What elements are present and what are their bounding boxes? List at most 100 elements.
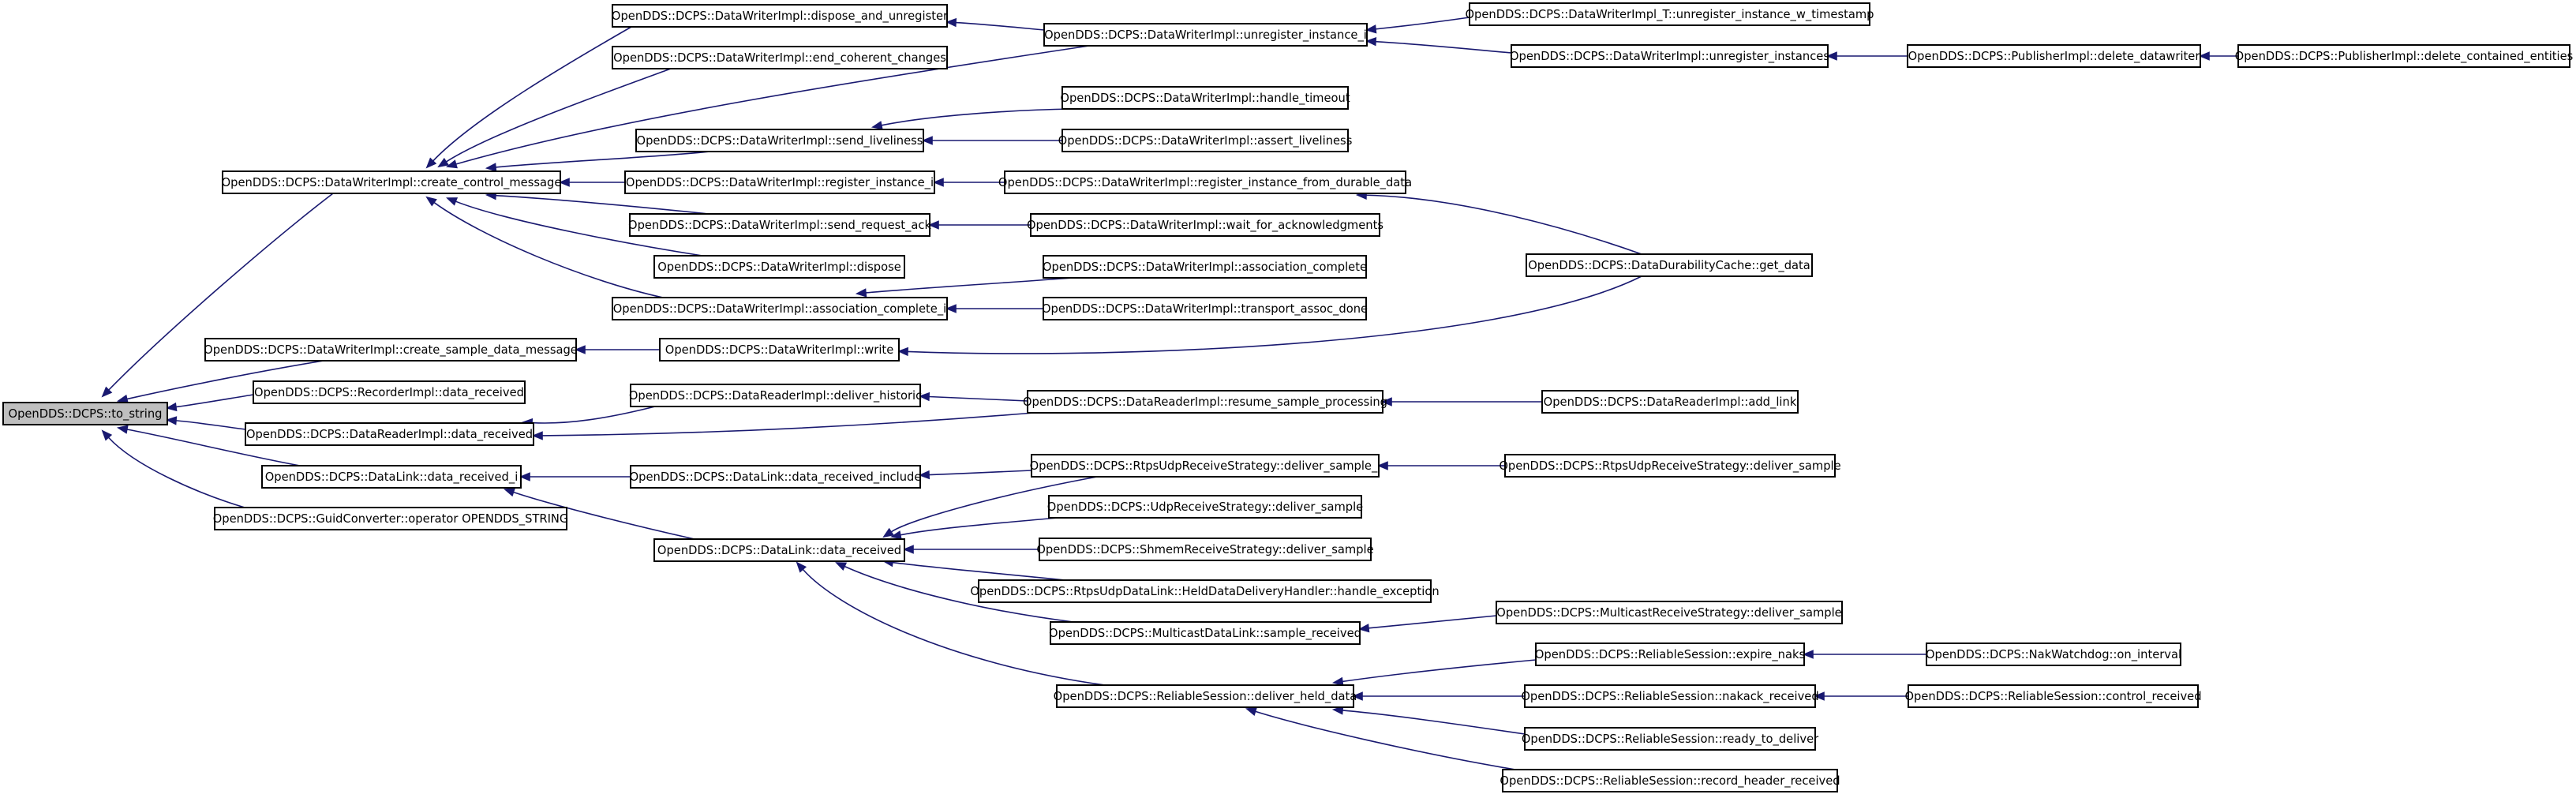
node-unregister-instance-w-timestamp[interactable]: OpenDDS::DCPS::DataWriterImpl_T::unregis…	[1466, 2, 1874, 26]
edge-end_coherent_changes-to-create_control_message	[437, 68, 672, 168]
arrowhead-icon	[1376, 461, 1388, 470]
node-label: OpenDDS::DCPS::ShmemReceiveStrategy::del…	[1036, 543, 1373, 556]
arrowhead-icon	[1331, 676, 1344, 686]
node-label: OpenDDS::DCPS::DataWriterImpl::associati…	[1043, 260, 1367, 274]
node-register-instance-from-durable-data[interactable]: OpenDDS::DCPS::DataWriterImpl::register_…	[998, 170, 1412, 194]
node-record-header-received[interactable]: OpenDDS::DCPS::ReliableSession::record_h…	[1500, 769, 1840, 792]
edge-line	[108, 193, 334, 391]
arrowhead-icon	[918, 392, 930, 402]
edge-line	[881, 108, 1074, 126]
arrowhead-icon	[932, 178, 944, 187]
node-label: OpenDDS::DCPS::DataWriterImpl::create_co…	[222, 176, 562, 189]
node-on-interval[interactable]: OpenDDS::DCPS::NakWatchdog::on_interval	[1926, 643, 2181, 666]
node-add-link[interactable]: OpenDDS::DCPS::DataReaderImpl::add_link	[1541, 390, 1799, 414]
node-dispose-and-unregister[interactable]: OpenDDS::DCPS::DataWriterImpl::dispose_a…	[612, 4, 949, 28]
node-multicast-sample-received[interactable]: OpenDDS::DCPS::MulticastDataLink::sample…	[1049, 621, 1361, 645]
node-label: OpenDDS::DCPS::DataWriterImpl::send_live…	[637, 134, 923, 148]
node-handle-timeout[interactable]: OpenDDS::DCPS::DataWriterImpl::handle_ti…	[1060, 86, 1350, 110]
node-label: OpenDDS::DCPS::DataWriterImpl::create_sa…	[204, 343, 578, 357]
node-guid-operator[interactable]: OpenDDS::DCPS::GuidConverter::operator O…	[213, 507, 569, 530]
node-send-liveliness[interactable]: OpenDDS::DCPS::DataWriterImpl::send_live…	[635, 129, 924, 152]
node-reader-data-received[interactable]: OpenDDS::DCPS::DataReaderImpl::data_rece…	[245, 422, 534, 446]
node-box	[1004, 170, 1406, 194]
edge-writer_write-to-create_sample_data_message	[574, 345, 660, 354]
edge-line	[126, 360, 324, 400]
node-delete-contained-entities[interactable]: OpenDDS::DCPS::PublisherImpl::delete_con…	[2235, 44, 2574, 68]
node-label: OpenDDS::DCPS::DataWriterImpl::transport…	[1042, 302, 1368, 316]
node-datalink-data-received[interactable]: OpenDDS::DCPS::DataLink::data_received	[653, 538, 905, 562]
arrowhead-icon	[437, 157, 450, 168]
node-nakack-received[interactable]: OpenDDS::DCPS::ReliableSession::nakack_r…	[1521, 684, 1819, 708]
node-end-coherent-changes[interactable]: OpenDDS::DCPS::DataWriterImpl::end_coher…	[612, 46, 948, 69]
node-box	[630, 384, 921, 407]
node-shmem-deliver-sample[interactable]: OpenDDS::DCPS::ShmemReceiveStrategy::del…	[1036, 538, 1374, 561]
edge-rtps_deliver_sample_i-to-data_received_include	[918, 470, 1032, 480]
edge-line	[907, 275, 1642, 354]
arrowhead-icon	[1825, 51, 1837, 61]
node-box	[1541, 390, 1799, 414]
node-ready-to-deliver[interactable]: OpenDDS::DCPS::ReliableSession::ready_to…	[1522, 727, 1819, 751]
edge-shmem_deliver_sample-to-datalink_data_received	[902, 545, 1039, 554]
edge-line	[541, 412, 1035, 436]
edge-resume_sample_processing-to-deliver_historic	[918, 392, 1028, 402]
node-rtps-deliver-sample-i[interactable]: OpenDDS::DCPS::RtpsUdpReceiveStrategy::d…	[1030, 454, 1381, 478]
node-writer-dispose[interactable]: OpenDDS::DCPS::DataWriterImpl::dispose	[653, 255, 905, 279]
node-send-request-ack[interactable]: OpenDDS::DCPS::DataWriterImpl::send_requ…	[628, 213, 931, 237]
node-label: OpenDDS::DCPS::DataLink::data_received_i	[265, 470, 519, 484]
edge-create_sample_data_message-to-to_string	[116, 360, 324, 403]
node-box	[1048, 495, 1362, 519]
edge-reader_data_received-to-to_string	[165, 416, 246, 430]
edge-line	[802, 568, 1106, 686]
edge-ready_to_deliver-to-deliver_held_data	[1331, 706, 1526, 735]
node-label: OpenDDS::DCPS::DataWriterImpl::handle_ti…	[1060, 92, 1350, 105]
arrowhead-icon	[1365, 24, 1377, 34]
node-create-sample-data-message[interactable]: OpenDDS::DCPS::DataWriterImpl::create_sa…	[204, 338, 578, 362]
node-box	[1524, 727, 1816, 751]
node-association-complete[interactable]: OpenDDS::DCPS::DataWriterImpl::associati…	[1043, 255, 1367, 279]
arrowhead-icon	[889, 530, 902, 540]
node-label: OpenDDS::DCPS::GuidConverter::operator O…	[213, 512, 569, 526]
node-get-data[interactable]: OpenDDS::DCPS::DataDurabilityCache::get_…	[1526, 253, 1813, 277]
edge-line	[175, 420, 246, 430]
node-control-received[interactable]: OpenDDS::DCPS::ReliableSession::control_…	[1904, 684, 2202, 708]
node-held-handle-exception[interactable]: OpenDDS::DCPS::RtpsUdpDataLink::HeldData…	[970, 579, 1440, 603]
node-box	[245, 422, 534, 446]
node-udp-deliver-sample[interactable]: OpenDDS::DCPS::UdpReceiveStrategy::deliv…	[1047, 495, 1363, 519]
node-label: OpenDDS::DCPS::DataLink::data_received_i…	[630, 470, 922, 484]
edge-udp_deliver_sample-to-datalink_data_received	[889, 517, 1058, 540]
node-wait-for-acknowledgments[interactable]: OpenDDS::DCPS::DataWriterImpl::wait_for_…	[1027, 213, 1383, 237]
node-recorder-data-received[interactable]: OpenDDS::DCPS::RecorderImpl::data_receiv…	[253, 380, 526, 404]
node-association-complete-i[interactable]: OpenDDS::DCPS::DataWriterImpl::associati…	[612, 297, 948, 320]
arrowhead-icon	[1380, 397, 1392, 406]
node-transport-assoc-done[interactable]: OpenDDS::DCPS::DataWriterImpl::transport…	[1042, 297, 1368, 320]
node-data-received-include[interactable]: OpenDDS::DCPS::DataLink::data_received_i…	[630, 465, 922, 489]
node-box	[1926, 643, 2181, 666]
node-box	[214, 507, 567, 530]
node-unregister-instances[interactable]: OpenDDS::DCPS::DataWriterImpl::unregiste…	[1510, 44, 1829, 68]
node-to-string[interactable]: OpenDDS::DCPS::to_string	[2, 402, 168, 425]
node-create-control-message[interactable]: OpenDDS::DCPS::DataWriterImpl::create_co…	[222, 170, 562, 194]
node-label: OpenDDS::DCPS::ReliableSession::expire_n…	[1535, 648, 1805, 661]
edge-line	[955, 21, 1045, 31]
edge-line	[928, 470, 1032, 476]
node-register-instance-i[interactable]: OpenDDS::DCPS::DataWriterImpl::register_…	[624, 170, 935, 194]
node-label: OpenDDS::DCPS::ReliableSession::ready_to…	[1522, 732, 1819, 746]
node-box	[1511, 44, 1829, 68]
node-delete-datawriter[interactable]: OpenDDS::DCPS::PublisherImpl::delete_dat…	[1907, 44, 2201, 68]
node-multicast-deliver-sample[interactable]: OpenDDS::DCPS::MulticastReceiveStrategy:…	[1496, 601, 1843, 624]
node-box	[1061, 129, 1349, 152]
node-datalink-data-received-i[interactable]: OpenDDS::DCPS::DataLink::data_received_i	[261, 465, 522, 489]
node-rtps-deliver-sample[interactable]: OpenDDS::DCPS::RtpsUdpReceiveStrategy::d…	[1499, 454, 1841, 478]
node-writer-write[interactable]: OpenDDS::DCPS::DataWriterImpl::write	[659, 338, 900, 362]
arrowhead-icon	[882, 527, 894, 538]
node-deliver-historic[interactable]: OpenDDS::DCPS::DataReaderImpl::deliver_h…	[629, 384, 922, 407]
node-resume-sample-processing[interactable]: OpenDDS::DCPS::DataReaderImpl::resume_sa…	[1023, 390, 1387, 414]
edge-rtps_deliver_sample_i-to-datalink_data_received	[882, 476, 1098, 538]
node-assert-liveliness[interactable]: OpenDDS::DCPS::DataWriterImpl::assert_li…	[1058, 129, 1353, 152]
node-expire-naks[interactable]: OpenDDS::DCPS::ReliableSession::expire_n…	[1535, 643, 1805, 666]
arrowhead-icon	[101, 429, 113, 441]
node-unregister-instance-i[interactable]: OpenDDS::DCPS::DataWriterImpl::unregiste…	[1043, 23, 1368, 47]
node-deliver-held-data[interactable]: OpenDDS::DCPS::ReliableSession::deliver_…	[1054, 684, 1357, 708]
arrowhead-icon	[531, 431, 543, 440]
node-box	[1504, 454, 1836, 478]
